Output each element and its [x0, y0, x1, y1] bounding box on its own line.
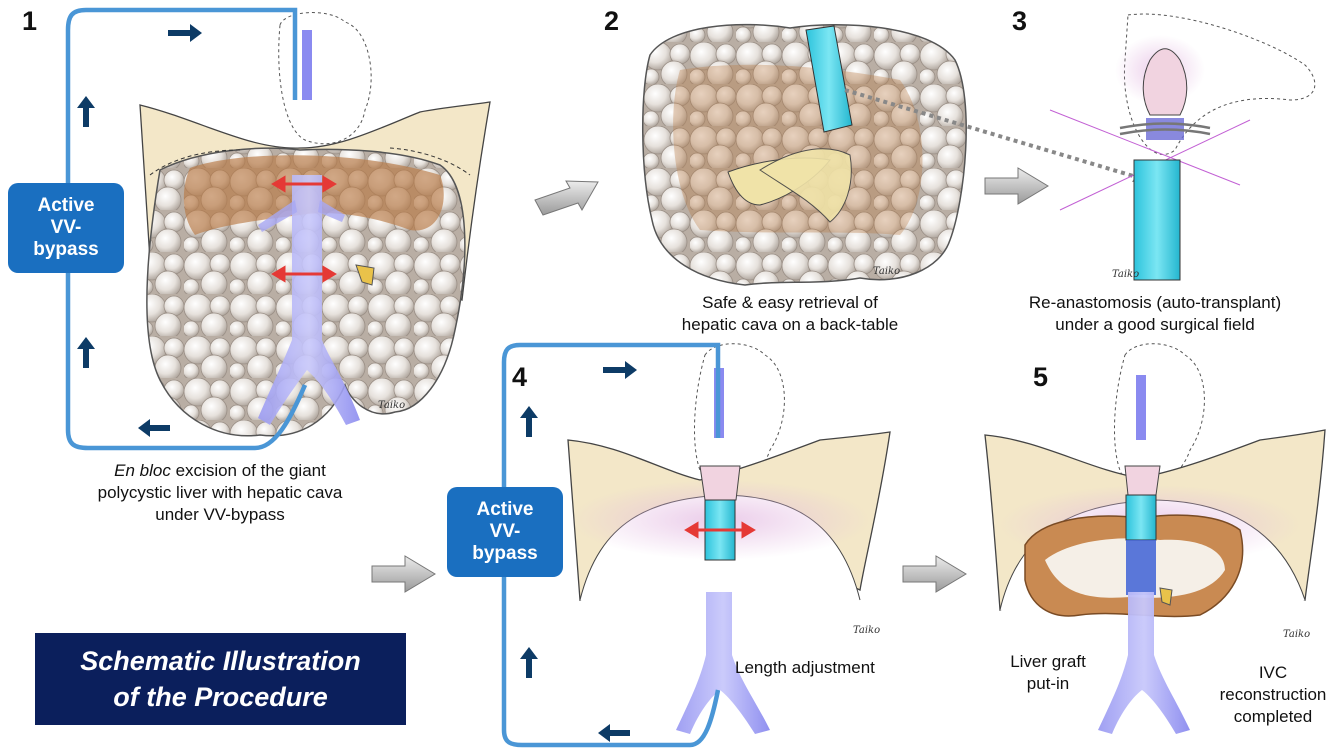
step-number-5: 5 [1033, 362, 1048, 393]
caption-step-1-italic: En bloc [114, 461, 171, 480]
flow-arrow-up-4a [520, 406, 538, 437]
flow-arrow-right-1 [168, 24, 202, 42]
flow-arrow-right-4 [603, 361, 637, 379]
step-number-1: 1 [22, 6, 37, 37]
caption-step-2: Safe & easy retrieval of hepatic cava on… [640, 292, 940, 336]
panel-3 [1050, 14, 1315, 280]
caption-step-1: En bloc excision of the giant polycystic… [40, 460, 400, 526]
caption-step-4: Length adjustment [735, 657, 925, 679]
svc-segment [302, 30, 312, 100]
bypass-label-line1: Active [472, 499, 537, 521]
bypass-label-line3: bypass [472, 543, 537, 565]
active-vv-bypass-label-4: Active VV- bypass [447, 487, 563, 577]
caption-step-5-ivc-line2: reconstruction [1208, 684, 1338, 706]
cava-stump-5 [1125, 466, 1160, 495]
caption-step-5-graft-line2: put-in [993, 673, 1103, 695]
panel-2 [643, 25, 1152, 285]
active-vv-bypass-label-1: Active VV- bypass [8, 183, 124, 273]
figure-title-line2: of the Procedure [35, 679, 406, 715]
step-number-4: 4 [512, 362, 527, 393]
liver-tissue-tint [673, 65, 922, 235]
artist-signature-2: Taiko [873, 266, 900, 277]
artist-signature-3: Taiko [1112, 269, 1139, 280]
flow-arrow-up-2 [77, 337, 95, 368]
flow-arrow-up-4b [520, 647, 538, 678]
caption-step-1-line2: polycystic liver with hepatic cava [40, 482, 400, 504]
gallbladder-5 [1160, 588, 1172, 605]
step-arrow-4-to-5 [903, 556, 966, 592]
bypass-label-line3: bypass [33, 239, 98, 261]
caption-step-5-ivc-line3: completed [1208, 706, 1338, 728]
caption-step-5-ivc-line1: IVC [1208, 662, 1338, 684]
caption-step-5-graft-line1: Liver graft [993, 651, 1103, 673]
cava-stump-4 [700, 466, 740, 500]
artist-signature-4: Taiko [853, 625, 880, 636]
figure-title: Schematic Illustration of the Procedure [35, 633, 406, 725]
figure-title-line1: Schematic Illustration [35, 643, 406, 679]
caption-step-3-line2: under a good surgical field [990, 314, 1320, 336]
step-arrow-1-to-4 [372, 556, 435, 592]
caption-step-2-line2: hepatic cava on a back-table [640, 314, 940, 336]
flow-arrow-left-4 [598, 724, 630, 742]
bypass-label-line2: VV- [472, 521, 537, 543]
step-number-2: 2 [604, 6, 619, 37]
caption-step-1-line1: excision of the giant [171, 461, 326, 480]
caption-step-1-line3: under VV-bypass [40, 504, 400, 526]
bypass-label-line1: Active [33, 195, 98, 217]
flow-arrow-up-1 [77, 96, 95, 127]
cava-graft-3 [1134, 160, 1180, 280]
svc-5 [1136, 375, 1146, 440]
caption-step-3: Re-anastomosis (auto-transplant) under a… [990, 292, 1320, 336]
cava-graft-5 [1126, 495, 1156, 540]
bypass-label-line2: VV- [33, 217, 98, 239]
step-arrow-2-to-3 [985, 168, 1048, 204]
artist-signature-1: Taiko [378, 400, 405, 411]
step-arrow-1-to-2 [535, 181, 598, 215]
artist-signature-5: Taiko [1283, 629, 1310, 640]
cava-graft-5-intrahepatic [1126, 540, 1156, 595]
caption-step-5-graft: Liver graft put-in [993, 651, 1103, 695]
caption-step-5-ivc: IVC reconstruction completed [1208, 662, 1338, 728]
heart-outline [279, 13, 371, 144]
flow-arrow-left-1 [138, 419, 170, 437]
caption-step-2-line1: Safe & easy retrieval of [640, 292, 940, 314]
step-number-3: 3 [1012, 6, 1027, 37]
panel-1 [68, 10, 490, 448]
caption-step-3-line1: Re-anastomosis (auto-transplant) [990, 292, 1320, 314]
